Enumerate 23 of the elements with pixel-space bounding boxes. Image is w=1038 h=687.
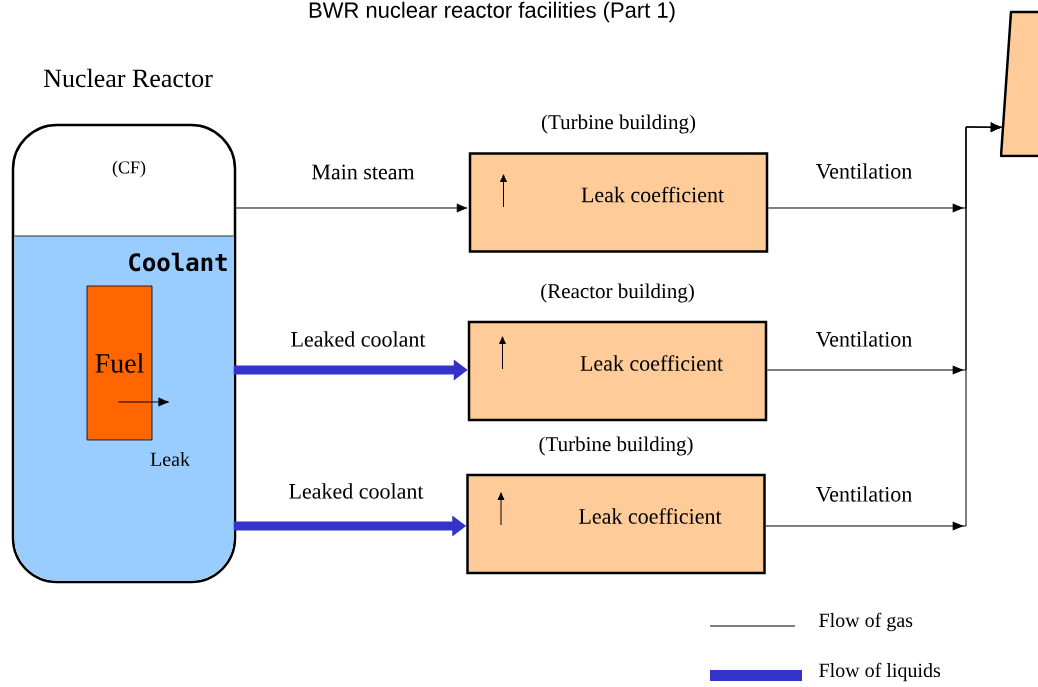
box-label: Leak coefficient [579, 508, 722, 524]
legend-text: Flow of gas [819, 612, 913, 632]
fuel-rod: Fuel [86, 285, 153, 441]
chimney [999, 10, 1038, 158]
arrow [765, 122, 1002, 531]
edge-label: Main steam [310, 163, 416, 181]
arrow [235, 203, 468, 213]
edge-label: Leaked coolant [289, 330, 427, 348]
title: BWR nuclear reactor facilities (Part 1) [309, 1, 675, 23]
box-label: Leak coefficient [580, 355, 723, 371]
heading: (Turbine building) [541, 114, 696, 134]
vessel-label: (CF) [112, 160, 146, 178]
box-label: Leak coefficient [581, 186, 724, 203]
edge-label: Ventilation [814, 330, 914, 348]
legend-text: Flow of liquids [819, 662, 941, 682]
heading: (Reactor building) [541, 283, 694, 303]
heading: (Turbine building) [539, 436, 693, 456]
edge-label: Ventilation [814, 162, 914, 180]
coolant-label: Coolant [129, 252, 227, 272]
edge-label: Leaked coolant [287, 482, 425, 500]
arrow [117, 397, 170, 407]
edge-label: Ventilation [814, 485, 914, 503]
heading: Nuclear Reactor [43, 68, 213, 88]
